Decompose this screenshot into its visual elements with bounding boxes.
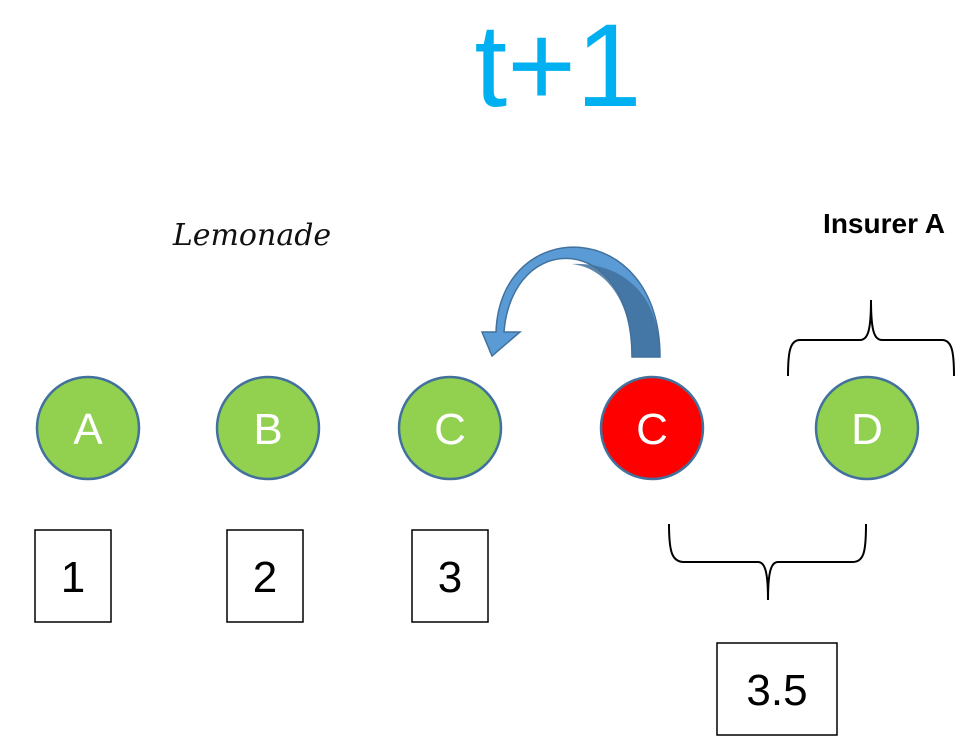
node-b: B: [215, 375, 321, 481]
value-box-3-5: 3.5: [716, 642, 838, 736]
value-box-2: 2: [226, 529, 304, 623]
box-value: 3: [438, 553, 462, 602]
insurer-bracket: [787, 299, 955, 377]
value-box-1: 1: [34, 529, 112, 623]
node-label: B: [253, 405, 282, 454]
box-value: 3.5: [746, 666, 807, 715]
node-label: A: [73, 405, 103, 454]
diagram-title: t+1: [474, 0, 641, 132]
average-bracket: [668, 523, 867, 601]
box-value: 2: [253, 553, 277, 602]
node-c-red: C: [599, 375, 705, 481]
curved-arrow-icon: [480, 246, 661, 358]
value-box-3: 3: [411, 529, 489, 623]
node-label: C: [636, 405, 668, 454]
insurer-a-label: Insurer A: [823, 208, 945, 239]
box-value: 1: [61, 553, 85, 602]
node-c-green: C: [397, 375, 503, 481]
lemonade-logo: Lemonade: [172, 218, 331, 253]
node-a: A: [35, 375, 141, 481]
node-label: C: [434, 405, 466, 454]
node-label: D: [851, 405, 883, 454]
node-d: D: [814, 375, 920, 481]
